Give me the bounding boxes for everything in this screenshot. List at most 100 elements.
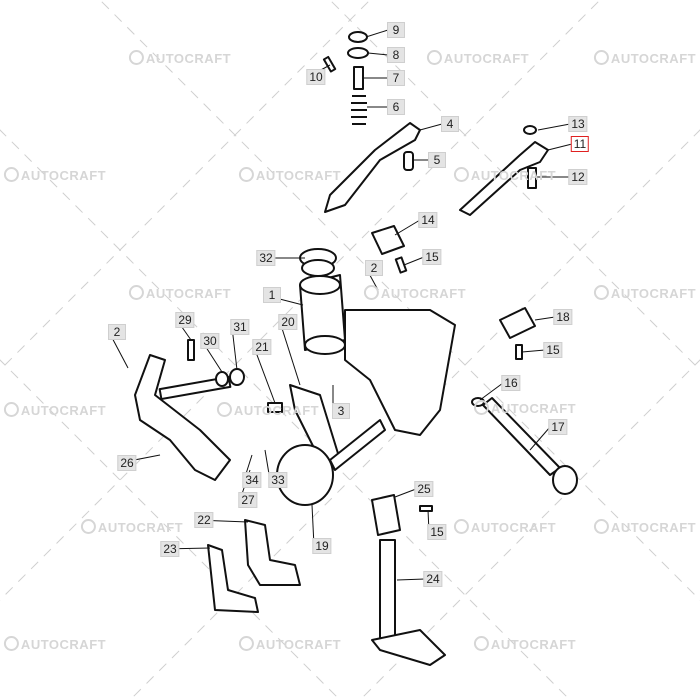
part-label-13[interactable]: 13 [568, 116, 588, 132]
leader-line [479, 382, 504, 401]
watermark-text: AUTOCRAFT [443, 51, 530, 66]
part-label-12[interactable]: 12 [568, 169, 588, 185]
part-label-9[interactable]: 9 [387, 22, 405, 38]
leader-line [396, 578, 426, 581]
leader-line [394, 488, 417, 498]
part-label-18[interactable]: 18 [553, 309, 573, 325]
part-label-15[interactable]: 15 [422, 249, 442, 265]
watermark: AUTOCRAFT [453, 519, 557, 535]
watermark-text: AUTOCRAFT [380, 286, 467, 301]
watermark-logo-icon [238, 636, 254, 651]
part-label-32[interactable]: 32 [256, 250, 276, 266]
part-label-4[interactable]: 4 [441, 116, 459, 132]
watermark-text: AUTOCRAFT [610, 520, 697, 535]
leader-line [367, 52, 389, 56]
watermark: AUTOCRAFT [128, 285, 232, 301]
leader-line [394, 219, 421, 236]
watermark: AUTOCRAFT [426, 50, 530, 66]
part-label-2[interactable]: 2 [365, 260, 383, 276]
leader-line [403, 256, 425, 266]
watermark: AUTOCRAFT [473, 636, 577, 652]
leader-line [537, 123, 571, 131]
part-label-34[interactable]: 34 [242, 472, 262, 488]
watermark-logo-icon [473, 400, 489, 415]
watermark: AUTOCRAFT [363, 285, 467, 301]
leader-line [547, 143, 573, 151]
watermark: AUTOCRAFT [128, 50, 232, 66]
watermark-logo-icon [80, 519, 96, 534]
part-label-23[interactable]: 23 [160, 541, 180, 557]
watermark-text: AUTOCRAFT [145, 286, 232, 301]
watermark-text: AUTOCRAFT [20, 637, 107, 652]
part-label-33[interactable]: 33 [268, 472, 288, 488]
watermark: AUTOCRAFT [473, 400, 577, 416]
leader-line [279, 321, 301, 386]
part-label-22[interactable]: 22 [194, 512, 214, 528]
part-label-14[interactable]: 14 [418, 212, 438, 228]
part-label-1[interactable]: 1 [263, 287, 281, 303]
part-label-2[interactable]: 2 [108, 324, 126, 340]
part-label-31[interactable]: 31 [230, 319, 250, 335]
watermark-logo-icon [426, 50, 442, 65]
watermark-text: AUTOCRAFT [490, 401, 577, 416]
watermark-text: AUTOCRAFT [610, 286, 697, 301]
part-label-11[interactable]: 11 [570, 136, 590, 152]
part-label-21[interactable]: 21 [252, 339, 272, 355]
watermark-logo-icon [363, 285, 379, 300]
watermark: AUTOCRAFT [3, 402, 107, 418]
watermark-logo-icon [473, 636, 489, 651]
part-label-7[interactable]: 7 [387, 70, 405, 86]
watermark: AUTOCRAFT [3, 636, 107, 652]
watermark-logo-icon [453, 167, 469, 182]
part-label-30[interactable]: 30 [200, 333, 220, 349]
leader-line [365, 29, 389, 38]
part-label-25[interactable]: 25 [414, 481, 434, 497]
part-label-17[interactable]: 17 [548, 419, 568, 435]
part-label-15[interactable]: 15 [543, 342, 563, 358]
watermark-text: AUTOCRAFT [20, 403, 107, 418]
watermark-logo-icon [453, 519, 469, 534]
watermark-text: AUTOCRAFT [20, 168, 107, 183]
leader-line [529, 426, 551, 451]
watermark-text: AUTOCRAFT [470, 168, 557, 183]
part-label-6[interactable]: 6 [387, 99, 405, 115]
watermark-logo-icon [238, 167, 254, 182]
watermark-text: AUTOCRAFT [255, 168, 342, 183]
watermark: AUTOCRAFT [238, 636, 342, 652]
watermark-text: AUTOCRAFT [490, 637, 577, 652]
part-label-19[interactable]: 19 [312, 538, 332, 554]
watermark-text: AUTOCRAFT [145, 51, 232, 66]
part-label-3[interactable]: 3 [332, 403, 350, 419]
leader-line [534, 316, 556, 321]
watermark: AUTOCRAFT [238, 167, 342, 183]
watermark: AUTOCRAFT [80, 519, 183, 535]
part-label-26[interactable]: 26 [117, 455, 137, 471]
watermark-logo-icon [593, 50, 609, 65]
watermark: AUTOCRAFT [216, 402, 319, 418]
watermark: AUTOCRAFT [453, 167, 557, 183]
watermark-logo-icon [3, 167, 19, 182]
watermark-text: AUTOCRAFT [470, 520, 557, 535]
watermark-logo-icon [593, 285, 609, 300]
watermark: AUTOCRAFT [3, 167, 107, 183]
parts-outline [134, 31, 578, 666]
part-label-27[interactable]: 27 [238, 492, 258, 508]
part-label-5[interactable]: 5 [428, 152, 446, 168]
part-label-8[interactable]: 8 [387, 47, 405, 63]
watermark: AUTOCRAFT [593, 519, 697, 535]
watermark: AUTOCRAFT [593, 50, 697, 66]
part-label-16[interactable]: 16 [501, 375, 521, 391]
part-label-24[interactable]: 24 [423, 571, 443, 587]
leader-line [253, 346, 276, 404]
part-label-20[interactable]: 20 [278, 314, 298, 330]
part-label-15[interactable]: 15 [427, 524, 447, 540]
watermark-logo-icon [593, 519, 609, 534]
watermark-logo-icon [128, 50, 144, 65]
part-label-29[interactable]: 29 [175, 312, 195, 328]
part-label-10[interactable]: 10 [306, 69, 326, 85]
watermark-text: AUTOCRAFT [255, 637, 342, 652]
watermark-text: AUTOCRAFT [610, 51, 697, 66]
watermark-logo-icon [3, 636, 19, 651]
